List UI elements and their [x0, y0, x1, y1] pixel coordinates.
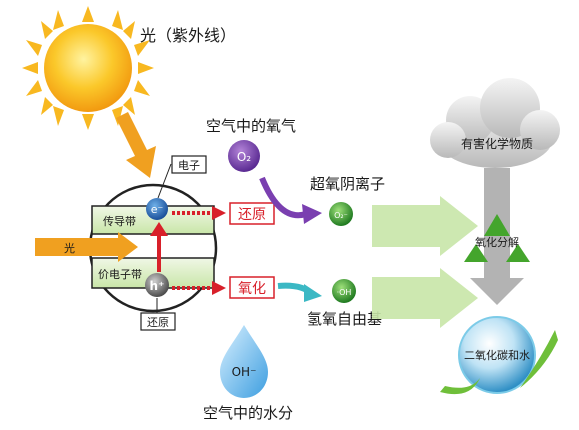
radical-flow-arrows	[372, 196, 478, 328]
reduction-bottom-box	[140, 312, 176, 331]
superoxide-label: 超氧阴离子	[310, 175, 385, 193]
reduction-bottom-label: 还原	[147, 316, 169, 329]
oxygen-arrow	[259, 176, 307, 219]
co2-water-label: 二氧化碳和水	[464, 348, 530, 362]
electron-transfer-arrow	[172, 206, 226, 220]
electron-symbol: e⁻	[151, 203, 164, 216]
cloud-icon	[430, 78, 560, 168]
water-drop-icon	[220, 325, 268, 398]
sun-ray-arrow	[108, 112, 156, 178]
electron-label: 电子	[178, 159, 200, 172]
reduction-box	[229, 202, 275, 225]
sun-icon	[22, 6, 154, 130]
reduction-label: 还原	[238, 207, 266, 223]
globe-icon	[440, 316, 558, 395]
conduction-band-label: 传导带	[103, 215, 136, 228]
oxygen-in-air-label: 空气中的氧气	[206, 117, 296, 135]
hydroxide-symbol: OH⁻	[232, 365, 257, 379]
water-in-air-label: 空气中的水分	[203, 404, 293, 422]
recycle-icon	[464, 214, 530, 262]
electron-label-box	[171, 155, 207, 174]
light-arrow	[35, 232, 138, 262]
oxygen-symbol: O₂	[237, 150, 251, 164]
harmful-chemicals-label: 有害化学物质	[461, 136, 533, 151]
oxidation-box	[229, 276, 275, 299]
electron-ball	[146, 198, 168, 220]
hole-transfer-arrow	[172, 281, 226, 295]
hydroxyl-ball	[332, 279, 356, 303]
hydroxyl-symbol: ·OH	[337, 288, 352, 297]
valence-band-label: 价电子带	[98, 268, 142, 281]
superoxide-ball	[329, 202, 353, 226]
excitation-arrow	[150, 222, 168, 272]
decompose-flow-arrow	[470, 168, 524, 305]
light-arrow-label: 光	[64, 241, 75, 255]
oxygen-ball	[228, 140, 260, 172]
hole-symbol: h⁺	[150, 279, 165, 293]
hole-ball	[145, 273, 169, 297]
light-uv-label: 光（紫外线）	[140, 26, 236, 45]
oxidative-decomposition-label: 氧化分解	[475, 235, 519, 249]
oxidation-label: 氧化	[238, 281, 266, 297]
superoxide-symbol: O₂⁻	[334, 211, 348, 220]
hydroxyl-radical-label: 氢氧自由基	[307, 310, 382, 328]
